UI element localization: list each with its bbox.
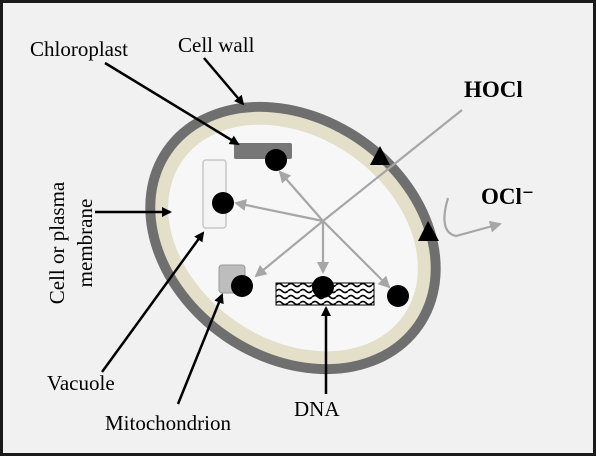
ocl-deflection-arrow xyxy=(443,197,502,238)
pointer-cell-wall xyxy=(203,57,245,106)
mitochondrion-target-dot xyxy=(231,275,253,297)
membrane-target-dot xyxy=(387,285,409,307)
label-pointers xyxy=(95,57,331,405)
label-chloroplast: Chloroplast xyxy=(30,37,128,61)
hocl-diffusion-arrows xyxy=(234,109,463,289)
wall-site-triangle xyxy=(370,146,390,165)
label-membrane-line2: membrane xyxy=(73,199,97,288)
pointer-vacuole xyxy=(100,231,205,373)
wall-site-triangle xyxy=(418,221,439,241)
label-mitochondrion: Mitochondrion xyxy=(105,411,231,435)
label-cell-wall: Cell wall xyxy=(178,33,255,57)
vacuole-target-dot xyxy=(212,192,234,214)
chloroplast-target-dot xyxy=(265,149,287,171)
label-ocl: OCl⁻ xyxy=(481,184,534,209)
label-vacuole: Vacuole xyxy=(47,371,115,395)
label-membrane-line1: Cell or plasma xyxy=(45,181,69,304)
label-dna: DNA xyxy=(294,397,340,421)
dna-target-dot xyxy=(312,276,334,298)
pointer-chloroplast xyxy=(104,61,240,146)
pointer-mitochondrion xyxy=(176,293,224,405)
label-hocl: HOCl xyxy=(464,77,523,102)
label-membrane: Cell or plasma membrane xyxy=(45,181,97,304)
